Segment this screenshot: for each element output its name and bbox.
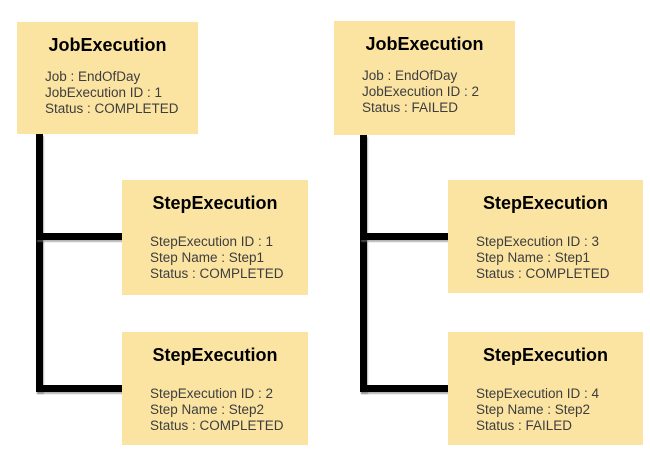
attribute-name: Step Name : Step2 (476, 402, 591, 417)
attribute-id: JobExecution ID : 2 (362, 84, 480, 99)
attribute-id: StepExecution ID : 4 (476, 386, 600, 401)
stepexecution-box-1: StepExecution StepExecution ID : 1 Step … (122, 180, 308, 295)
box-title: StepExecution (482, 345, 609, 365)
box-attributes: StepExecution ID : 2 Step Name : Step2 S… (122, 386, 308, 434)
attribute-status: Status : FAILED (476, 418, 573, 433)
box-attributes: StepExecution ID : 4 Step Name : Step2 S… (448, 386, 643, 434)
stepexecution-box-4: StepExecution StepExecution ID : 4 Step … (448, 332, 643, 445)
box-title: JobExecution (48, 35, 167, 55)
connector-branch-left-step1 (36, 233, 122, 240)
attribute-job: Job : EndOfDay (45, 69, 141, 84)
connector-branch-right-step1 (360, 233, 448, 240)
attribute-name: Step Name : Step2 (150, 402, 265, 417)
attribute-name: Step Name : Step1 (150, 250, 265, 265)
attribute-id: StepExecution ID : 2 (150, 386, 274, 401)
jobexecution-box-2: JobExecution Job : EndOfDay JobExecution… (334, 21, 515, 135)
box-title: StepExecution (482, 193, 609, 213)
connector-branch-left-step2 (36, 385, 122, 392)
connector-branch-right-step2 (360, 385, 448, 392)
box-attributes: StepExecution ID : 3 Step Name : Step1 S… (448, 234, 643, 282)
box-attributes: StepExecution ID : 1 Step Name : Step1 S… (122, 234, 308, 282)
jobexecution-box-1: JobExecution Job : EndOfDay JobExecution… (17, 22, 198, 134)
attribute-status: Status : COMPLETED (45, 101, 179, 116)
connector-vertical-left (36, 134, 43, 392)
attribute-id: StepExecution ID : 3 (476, 234, 600, 249)
box-title: StepExecution (152, 345, 278, 365)
box-attributes: Job : EndOfDay JobExecution ID : 1 Statu… (17, 69, 198, 117)
attribute-job: Job : EndOfDay (362, 68, 458, 83)
box-title: StepExecution (152, 193, 278, 213)
attribute-name: Step Name : Step1 (476, 250, 591, 265)
attribute-id: StepExecution ID : 1 (150, 234, 274, 249)
attribute-status: Status : COMPLETED (150, 266, 284, 281)
attribute-status: Status : COMPLETED (150, 418, 284, 433)
attribute-id: JobExecution ID : 1 (45, 85, 163, 100)
box-title: JobExecution (365, 34, 484, 54)
stepexecution-box-3: StepExecution StepExecution ID : 3 Step … (448, 180, 643, 293)
box-attributes: Job : EndOfDay JobExecution ID : 2 Statu… (334, 68, 515, 116)
stepexecution-box-2: StepExecution StepExecution ID : 2 Step … (122, 332, 308, 445)
attribute-status: Status : COMPLETED (476, 266, 610, 281)
attribute-status: Status : FAILED (362, 100, 459, 115)
connector-vertical-right (360, 135, 367, 392)
